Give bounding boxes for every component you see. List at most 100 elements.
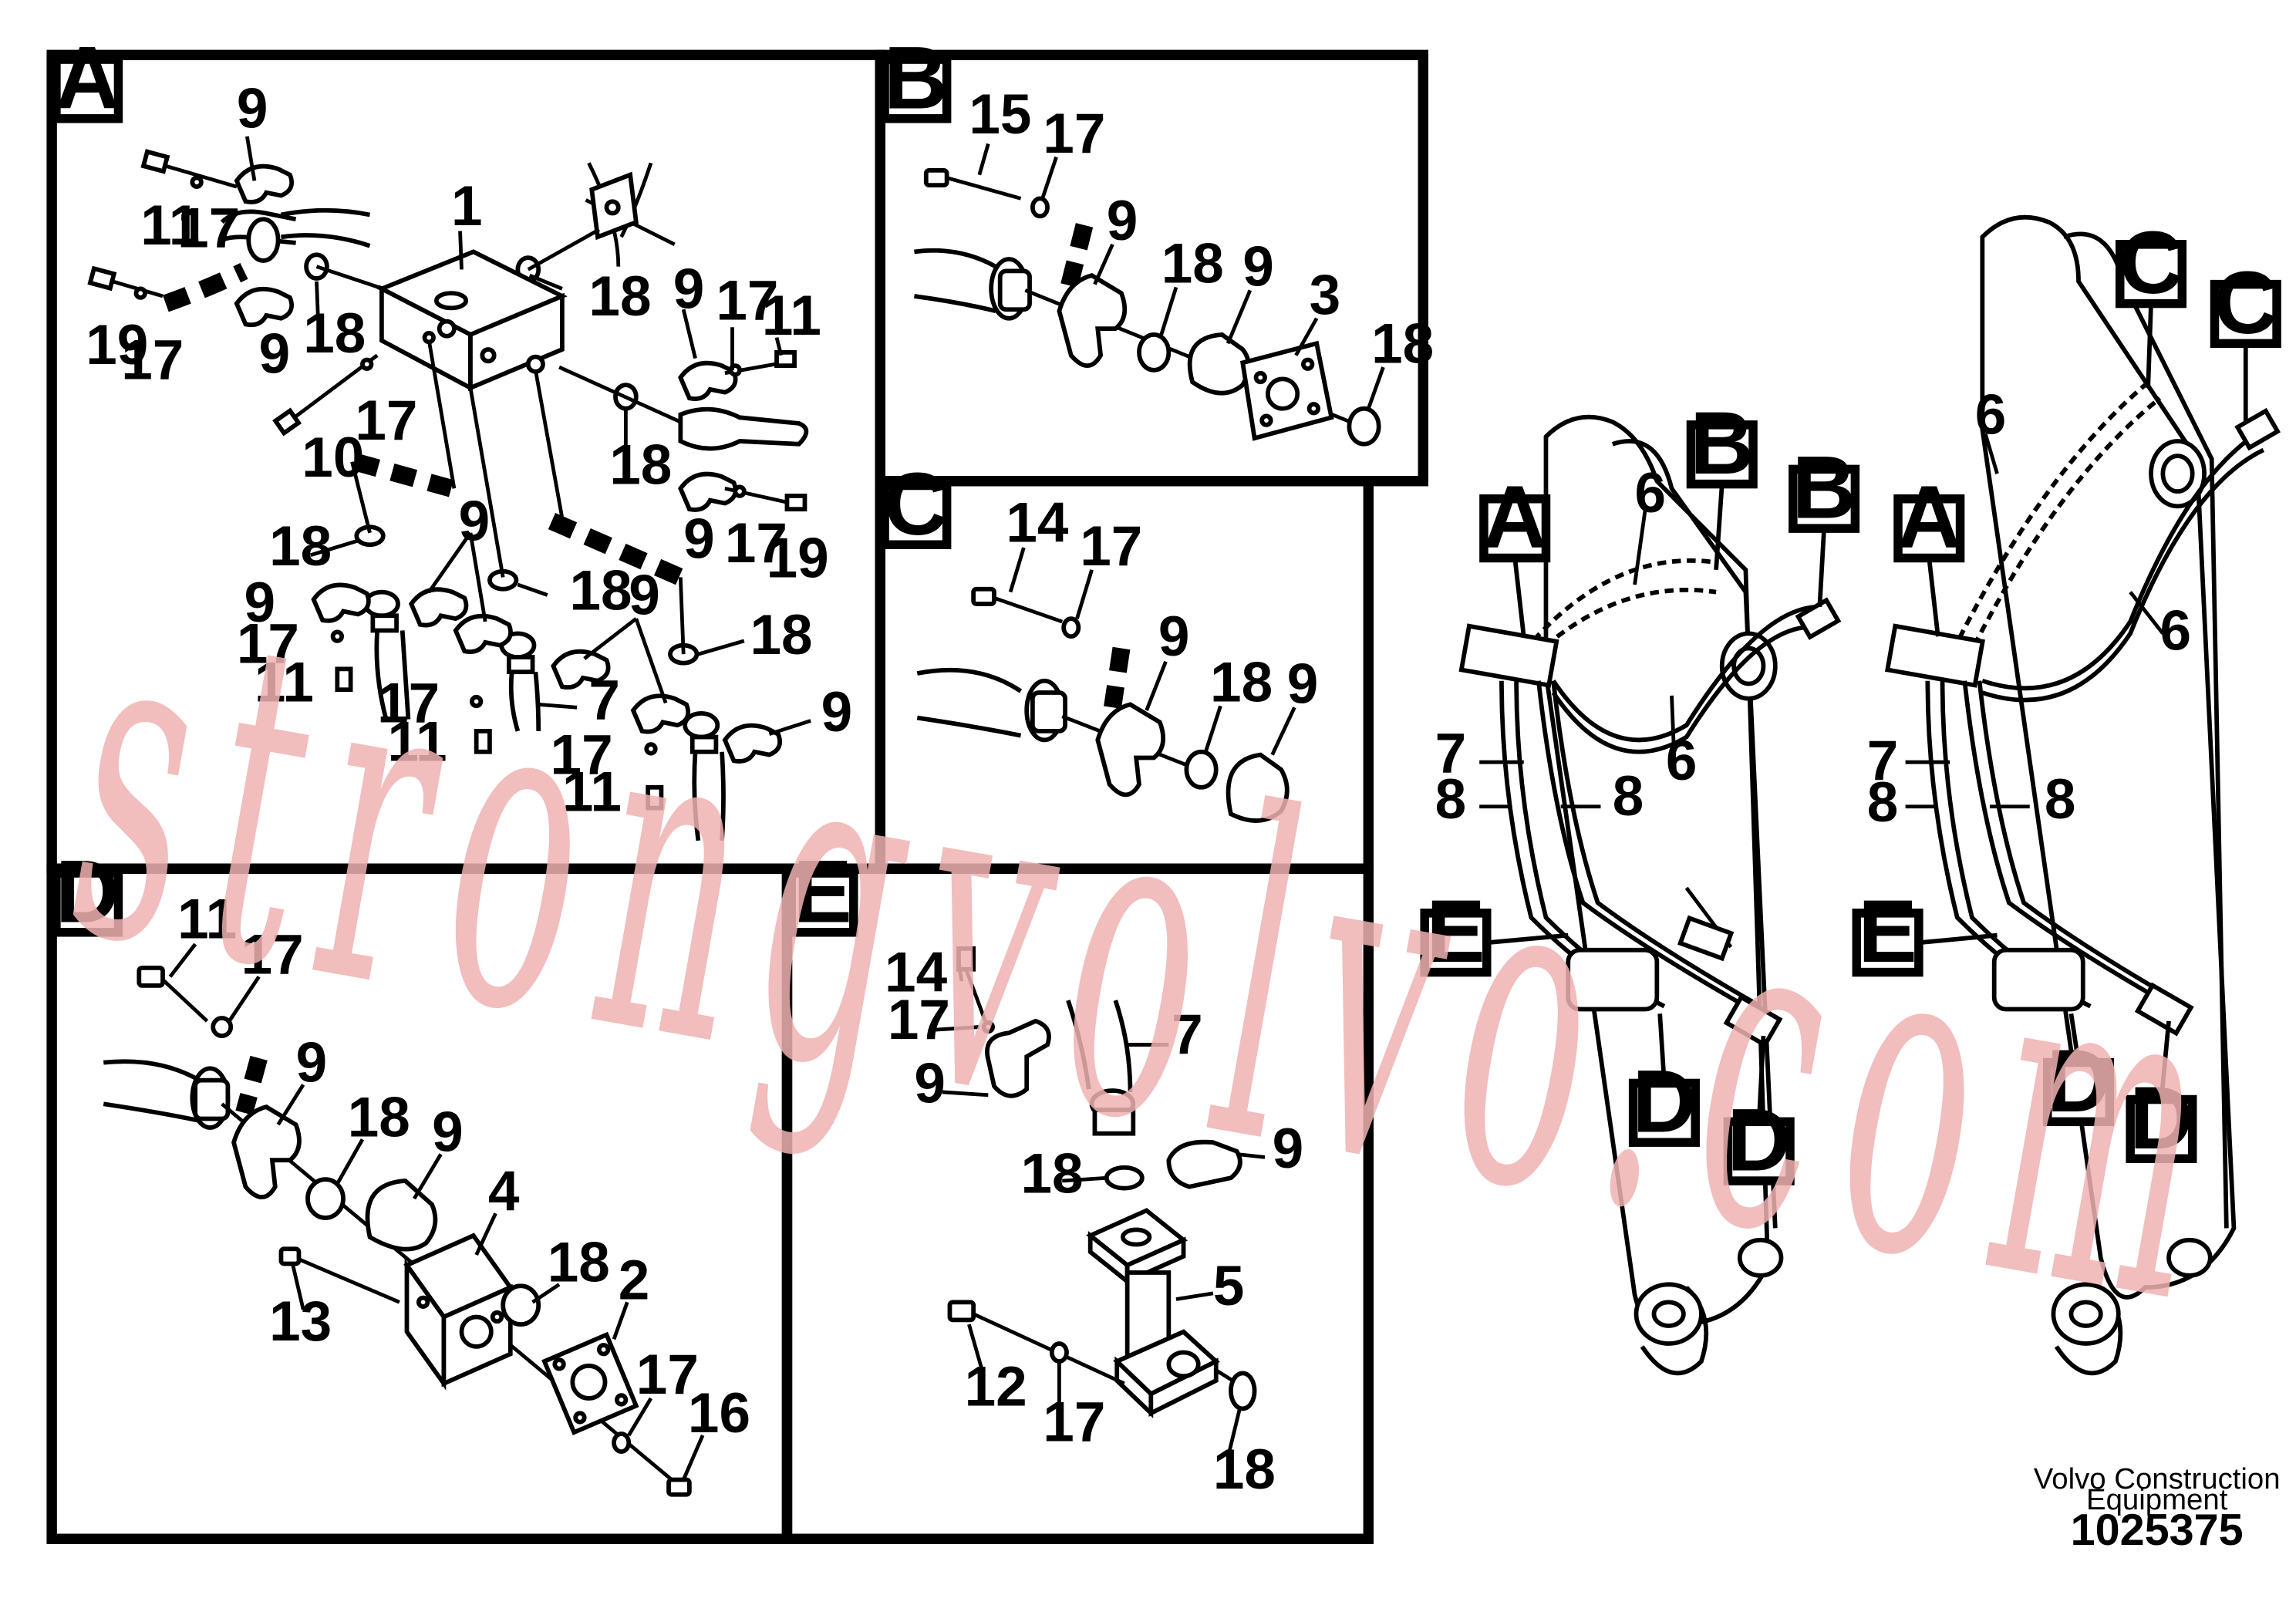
callout: 8 <box>1435 768 1467 831</box>
svg-text:C: C <box>2119 214 2183 312</box>
svg-text:E: E <box>1858 882 1917 981</box>
callout: 9 <box>1158 605 1190 668</box>
callout: 18 <box>569 560 632 622</box>
callout: 19 <box>86 314 148 376</box>
flange-half-icon <box>1226 752 1290 823</box>
callout: 18 <box>1213 1438 1276 1501</box>
callout: 9 <box>629 564 660 626</box>
panel-b-tag: B <box>880 29 952 127</box>
callout: 3 <box>1310 264 1341 326</box>
panel-c-tag: C <box>880 455 952 554</box>
overview-tag-b-left-2: B <box>1789 439 1860 607</box>
callout: 17 <box>177 197 240 260</box>
flange-half-icon <box>1166 1139 1242 1189</box>
callout: 17 <box>1080 515 1142 578</box>
callout: 18 <box>588 265 651 328</box>
panel-d-drawing <box>103 943 705 1497</box>
flange-half-icon <box>365 1179 438 1252</box>
panel-d-tag: D <box>52 842 123 941</box>
callout: 18 <box>269 515 332 578</box>
elbow-adapter-icon <box>1086 1208 1220 1418</box>
callout: 19 <box>767 527 829 589</box>
callout: 6 <box>2160 599 2192 662</box>
brand-line-2: Equipment <box>2086 1483 2228 1516</box>
callout: 11 <box>140 194 200 257</box>
hose-icon <box>678 406 809 451</box>
hose-end-icon <box>220 209 297 224</box>
callout: 9 <box>914 1052 946 1114</box>
callout-numbers: 9 11 17 1 18 18 9 19 17 9 17 11 17 10 18… <box>86 77 2191 1501</box>
callout: 17 <box>725 512 787 575</box>
callout: 9 <box>459 490 491 552</box>
svg-text:A: A <box>1483 468 1547 567</box>
overview-tag-e-left: E <box>1420 882 1569 981</box>
callout: 9 <box>1107 190 1138 252</box>
flange-half-icon <box>1095 702 1166 798</box>
callout: 8 <box>2045 768 2076 831</box>
callout: 7 <box>1435 723 1467 785</box>
callout: 17 <box>241 923 304 986</box>
o-ring-icon <box>1229 1371 1257 1411</box>
callout: 9 <box>432 1101 464 1164</box>
callout: 14 <box>1006 491 1069 554</box>
panel-e-frame <box>781 863 1374 1544</box>
panel-e-drawing <box>932 946 1266 1458</box>
svg-text:A: A <box>1897 468 1961 567</box>
o-ring-icon <box>1347 406 1381 447</box>
callout: 17 <box>355 389 417 452</box>
callout: 9 <box>683 508 715 570</box>
callout: 18 <box>348 1086 410 1148</box>
callout: 18 <box>609 434 672 497</box>
callout: 9 <box>821 681 853 744</box>
callout: 7 <box>1867 730 1899 792</box>
overview-tag-c-right-2: C <box>2210 254 2281 423</box>
callout: 4 <box>488 1160 520 1222</box>
callout: 18 <box>1371 312 1434 375</box>
callout: 8 <box>1613 765 1644 828</box>
panel-a-label: A <box>56 29 120 127</box>
callout: 7 <box>1172 1003 1203 1066</box>
overview-tag-c-right-1: C <box>2115 214 2187 389</box>
panel-d-label: D <box>56 842 120 941</box>
overview-tag-b-left-1: B <box>1686 394 1758 571</box>
callout: 9 <box>1273 1118 1304 1180</box>
overview-tag-d-right-2: D <box>2126 1020 2197 1168</box>
flange-half-icon <box>985 1018 1051 1098</box>
overview-tag-a-right: A <box>1893 468 1965 637</box>
panel-c-label: C <box>884 455 948 554</box>
callout: 9 <box>259 323 291 386</box>
panel-e-label: E <box>793 842 852 941</box>
o-ring-icon <box>1137 332 1172 373</box>
flange-half-icon <box>1187 332 1251 396</box>
callout: 18 <box>303 302 366 365</box>
callout: 9 <box>296 1032 328 1094</box>
callout: 17 <box>551 724 613 787</box>
hidden-line <box>162 262 248 312</box>
callout: 13 <box>269 1290 332 1353</box>
brand-line-1: Volvo Construction <box>2034 1462 2281 1496</box>
svg-text:C: C <box>2213 254 2277 352</box>
o-ring-icon <box>305 1177 346 1220</box>
callout: 16 <box>688 1382 750 1445</box>
flange-half-icon <box>231 1104 302 1199</box>
callout: 6 <box>1635 462 1667 524</box>
overview-tag-d-left-2: D <box>1723 1035 1795 1190</box>
flange-half-icon <box>234 286 294 328</box>
overview-boom-left <box>1458 414 1842 1376</box>
drawing-number: 1025375 <box>2071 1506 2244 1555</box>
svg-text:B: B <box>1792 439 1856 538</box>
panel-e-tag: E <box>787 842 858 941</box>
bolt-icon <box>140 149 238 189</box>
callout: 2 <box>619 1249 650 1311</box>
svg-text:B: B <box>1690 394 1754 493</box>
callout: 6 <box>1666 730 1698 792</box>
svg-text:E: E <box>1426 882 1485 981</box>
callout: 18 <box>1161 233 1224 295</box>
panel-a-drawing <box>87 136 811 841</box>
callout: 17 <box>377 672 440 734</box>
callout: 1 <box>451 175 483 238</box>
bolt-icon <box>87 265 164 300</box>
manifold-block-icon <box>376 249 568 392</box>
flange-half-icon <box>234 164 294 204</box>
